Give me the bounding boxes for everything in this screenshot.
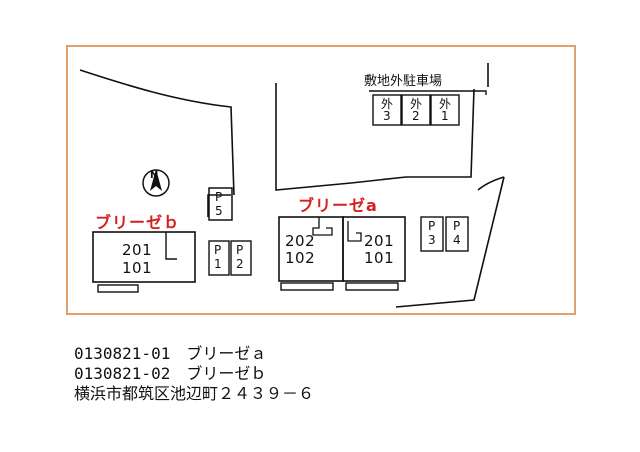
building-b-unit-lower: 101 [122,259,153,277]
compass-north-label: N [150,170,159,181]
parking-p4-box [445,216,469,252]
caption-line-2: 0130821-02 ブリーゼｂ [74,364,267,383]
outside-space-3-num: 3 [383,109,391,123]
parking-p3-letter: P [428,219,436,233]
road-outline-right [395,176,505,308]
outside-space-1-top: 外 [439,97,452,111]
building-a-right-outline [342,216,406,282]
building-a-right-stair [345,282,399,291]
parking-p5-number: 5 [215,204,223,218]
outside-space-3-box [372,94,402,126]
outside-space-1-box [430,94,460,126]
lot-outline-top [275,83,475,191]
building-a-right-lower: 101 [364,249,395,267]
outside-space-1-num: 1 [441,109,449,123]
outside-space-2-num: 2 [412,109,420,123]
lot-outline-right [477,63,505,191]
outside-space-2-top: 外 [410,97,423,111]
parking-p4-letter: P [453,219,461,233]
building-b-name: ブリーゼｂ [95,213,181,232]
building-a-left-upper: 202 [285,232,316,250]
outside-parking-title: 敷地外駐車場 [364,74,443,89]
building-a-left-lower: 102 [285,249,316,267]
site-map: N 敷地外駐車場 外 3 外 2 外 1 P 5 ブリーゼｂ 201 101 P… [66,45,576,315]
building-b-outline [92,231,196,283]
road-outline-left [79,69,235,196]
parking-p3-number: 3 [428,233,436,247]
parking-p5-letter: P [215,190,223,204]
map-border [66,45,576,315]
building-a-left-notch [312,217,333,236]
parking-p2-letter: P [236,243,244,257]
building-b-notch [165,232,177,260]
building-a-name: ブリーゼa [298,196,378,215]
north-compass-icon [142,169,170,197]
building-b-stair [97,284,139,293]
building-b-unit-upper: 201 [122,241,153,259]
building-a-right-notch [347,221,362,242]
parking-p2-number: 2 [236,257,244,271]
outside-space-3-top: 外 [381,97,394,111]
parking-p4-number: 4 [453,233,461,247]
building-a-left-stair [280,282,334,291]
caption-address: 横浜市都筑区池辺町２４３９－６ [74,384,315,403]
parking-p1-letter: P [214,243,222,257]
outside-space-2-box [401,94,431,126]
parking-p3-box [420,216,444,252]
building-a-right-upper: 201 [364,232,395,250]
curb-step [207,194,231,217]
parking-p1-number: 1 [214,257,222,271]
parking-p1-box [208,240,230,276]
parking-p5-box [208,187,233,221]
parking-p2-box [230,240,252,276]
caption-line-1: 0130821-01 ブリーゼａ [74,344,267,363]
outside-parking-border [369,90,487,95]
site-map-drawing [66,45,576,315]
